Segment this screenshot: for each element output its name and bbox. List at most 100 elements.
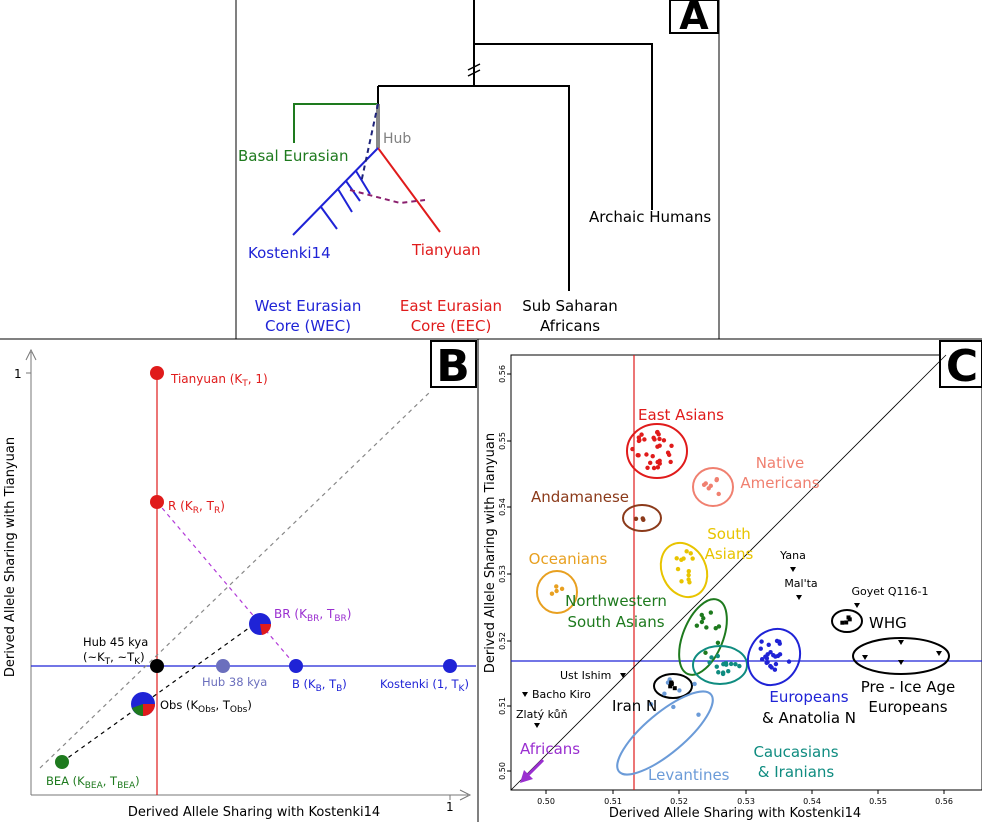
c-data-point (720, 671, 726, 677)
b-point-b (289, 659, 303, 673)
c-data-point (765, 660, 770, 665)
c-data-point (665, 680, 671, 685)
c-ellipse-whg (831, 609, 863, 633)
c-data-point (846, 615, 851, 620)
c-data-point (559, 586, 565, 592)
eec-label-line1: East Eurasian (400, 297, 502, 315)
c-data-point (728, 661, 734, 667)
c-label-south-asians-1: South (707, 525, 751, 543)
c-data-point (666, 452, 672, 458)
c-label-pre-ice-age-1: Pre - Ice Age (861, 678, 955, 696)
c-data-point (679, 557, 684, 562)
c-y-tick-label: 0.52 (498, 632, 507, 650)
c-label-pre-ice-age-2: Europeans (868, 698, 947, 716)
c-data-point (655, 465, 661, 470)
c-ellipse-nw-south-asians (678, 598, 728, 676)
b-point-tianyuan (150, 366, 164, 380)
c-ellipse-andamanese (622, 504, 662, 532)
c-ellipse-europeans (746, 627, 802, 687)
panel-b: B 1 1 Derived Allele Sharing with Kosten… (3, 339, 479, 822)
panel-b-letter-box (430, 340, 477, 388)
c-x-tick-label: 0.50 (537, 797, 555, 806)
c-data-point (777, 639, 782, 644)
archaic-humans-label: Archaic Humans (589, 208, 711, 226)
dashed-blue-migration (360, 103, 379, 184)
c-data-point (679, 579, 684, 584)
c-data-point (671, 704, 676, 710)
c-data-point (715, 640, 721, 645)
c-data-point (708, 483, 713, 489)
c-label-east-asians: East Asians (638, 406, 724, 424)
basal-eurasian-label: Basal Eurasian (238, 147, 348, 165)
c-data-point (696, 712, 701, 717)
b-label-r: R (KR, TR) (168, 499, 225, 516)
panel-a-letter-box (669, 0, 719, 34)
c-data-point (716, 491, 721, 497)
c-data-point (642, 437, 647, 442)
c-triangle-markers (522, 567, 942, 728)
c-label-europeans-1: Europeans (769, 688, 848, 706)
c-data-point (652, 437, 657, 442)
b-point-hub38 (216, 659, 230, 673)
c-data-point (554, 588, 559, 594)
tianyuan-branch (377, 147, 441, 233)
wec-label-line2: Core (WEC) (265, 317, 351, 335)
c-data-point (768, 649, 773, 655)
c-data-point (726, 668, 731, 674)
c-ellipse-native-americans (692, 467, 734, 507)
c-data-point (759, 639, 764, 644)
tianyuan-label: Tianyuan (411, 241, 481, 259)
c-label-oceanians: Oceanians (529, 550, 608, 568)
c-ellipse-iran-n (653, 673, 693, 699)
c-data-point (655, 459, 660, 465)
c-label-africans: Africans (520, 740, 580, 758)
panel-c-letter: C (946, 341, 978, 392)
c-data-point (707, 660, 712, 665)
c-data-point (704, 625, 709, 630)
b-y-axis-label: Derived Allele Sharing with Tianyuan (3, 437, 18, 677)
b-label-b: B (KB, TB) (292, 677, 347, 694)
panel-a-letter: A (679, 0, 709, 38)
c-data-point (669, 443, 674, 448)
c-y-tick-label: 0.51 (498, 697, 507, 715)
b-y-axis (25, 348, 37, 795)
ssa-label-line2: Africans (540, 317, 600, 335)
c-y-tick-label: 0.56 (498, 365, 507, 383)
c-label-levantines: Levantines (648, 766, 730, 784)
c-data-point (759, 657, 765, 662)
b-label-obs: Obs (KObs, TObs) (160, 698, 252, 715)
c-data-point (708, 610, 714, 615)
c-x-tick-label: 0.54 (803, 797, 821, 806)
c-x-tick-label: 0.53 (737, 797, 755, 806)
c-data-point (554, 584, 559, 589)
c-data-point (844, 620, 849, 625)
c-data-point (769, 665, 774, 670)
b-label-hub45-line2: (~KT, ~TK) (83, 650, 145, 667)
c-data-point (640, 516, 645, 521)
c-y-axis-label: Derived Allele Sharing with Tianyuan (483, 433, 498, 673)
c-label-bacho-kiro: Bacho Kiro (532, 688, 591, 701)
c-data-point (668, 459, 673, 465)
c-data-point (648, 460, 653, 466)
c-ellipse-oceanians (536, 570, 578, 614)
c-data-point (675, 566, 681, 572)
c-data-point (645, 465, 650, 470)
branch-break-mark (467, 63, 481, 77)
c-data-point (639, 432, 644, 437)
ssa-label-line1: Sub Saharan (522, 297, 618, 315)
c-data-point (648, 702, 654, 707)
c-y-tick-label: 0.55 (498, 432, 507, 450)
c-label-nw-south-asians-1: Northwestern (565, 592, 667, 610)
panel-a: A Hub Basal Eurasian Kostenki14 Tianyuan… (0, 0, 982, 340)
c-data-point (630, 446, 635, 452)
c-plot-frame (510, 354, 982, 791)
c-data-point (633, 516, 639, 521)
b-x-tick-1: 1 (446, 800, 454, 814)
c-data-point (703, 650, 708, 655)
c-data-point (758, 646, 763, 651)
c-label-europeans-2: & Anatolia N (762, 709, 856, 727)
c-data-dots (549, 429, 852, 717)
kostenki14-label: Kostenki14 (248, 244, 331, 262)
